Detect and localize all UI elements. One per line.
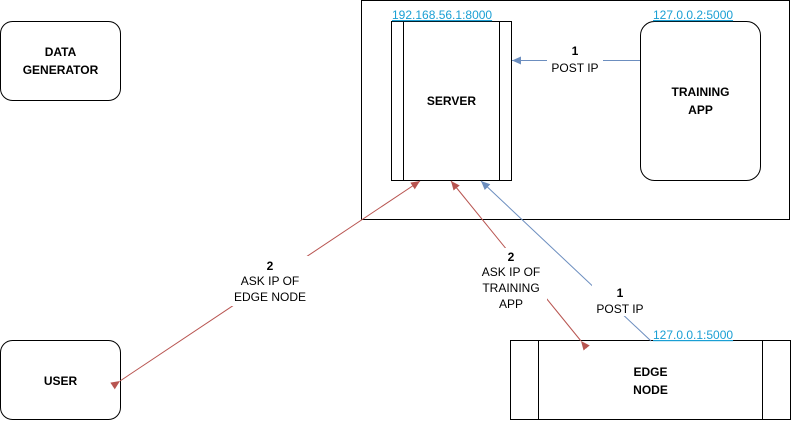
- edge-post-number: 1: [617, 286, 624, 300]
- data-generator-label-line1: DATA: [45, 45, 77, 59]
- edge-node-label-line1: EDGE: [633, 365, 667, 379]
- server-address[interactable]: 192.168.56.1:8000: [392, 8, 492, 22]
- user-ask-label: 2 ASK IP OF EDGE NODE: [227, 256, 313, 306]
- training-app-address[interactable]: 127.0.0.2:5000: [653, 8, 733, 22]
- user-ask-line1: ASK IP OF: [241, 274, 299, 288]
- training-post-number: 1: [572, 44, 579, 58]
- data-generator-label-line2: GENERATOR: [23, 63, 99, 77]
- data-generator-node[interactable]: DATA GENERATOR: [0, 21, 121, 101]
- user-ask-line2: EDGE NODE: [234, 290, 306, 304]
- user-label: USER: [44, 374, 78, 388]
- edge-ask-number: 2: [508, 250, 515, 264]
- training-app-node[interactable]: TRAINING APP: [640, 21, 761, 181]
- edge-node[interactable]: EDGE NODE: [510, 340, 791, 420]
- edge-node-address[interactable]: 127.0.0.1:5000: [653, 328, 733, 342]
- user-node[interactable]: USER: [0, 340, 121, 420]
- edge-ask-label: 2 ASK IP OF TRAINING APP: [475, 248, 547, 312]
- edge-ask-line1: ASK IP OF: [482, 265, 540, 279]
- edge-post-label: 1 POST IP: [592, 284, 648, 316]
- training-app-label-line1: TRAINING: [672, 85, 730, 99]
- edge-post-text: POST IP: [596, 302, 643, 316]
- edge-ask-line2: TRAINING: [482, 281, 539, 295]
- training-post-text: POST IP: [551, 61, 598, 75]
- server-node[interactable]: SERVER: [391, 21, 512, 181]
- edge-node-label-line2: NODE: [633, 383, 668, 397]
- edge-ask-line3: APP: [499, 297, 523, 311]
- server-label: SERVER: [427, 94, 476, 108]
- user-ask-number: 2: [267, 259, 274, 273]
- training-post-label: 1 POST IP: [547, 43, 603, 75]
- training-app-label-line2: APP: [688, 103, 713, 117]
